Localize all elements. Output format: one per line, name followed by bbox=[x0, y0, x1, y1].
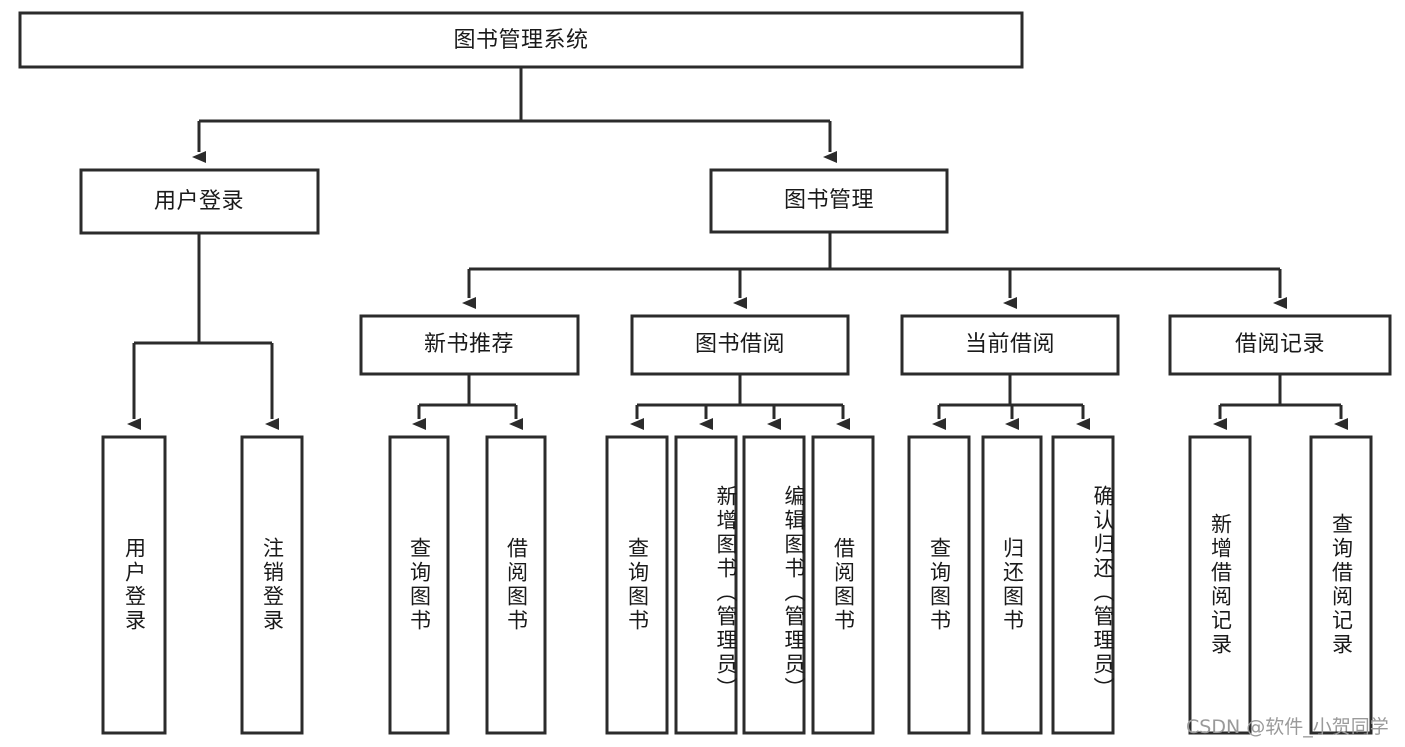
node-current-borrow-label: 当前借阅 bbox=[965, 332, 1055, 357]
leaf-box-query-book-3[interactable] bbox=[907, 435, 971, 735]
leaf-box-user-logout[interactable] bbox=[240, 435, 304, 735]
leaf-box-group bbox=[101, 435, 1373, 735]
node-book-borrow-box[interactable] bbox=[630, 314, 850, 376]
connector-group bbox=[127, 67, 1348, 430]
leaf-box-query-record[interactable] bbox=[1309, 435, 1373, 735]
node-new-book-rec-box[interactable] bbox=[359, 314, 580, 376]
node-user-login-box[interactable] bbox=[79, 168, 320, 235]
leaf-box-add-book[interactable] bbox=[674, 435, 738, 735]
node-book-manage-box[interactable] bbox=[709, 168, 949, 234]
node-book-borrow[interactable]: 图书借阅 bbox=[630, 314, 850, 376]
node-new-book-rec-label: 新书推荐 bbox=[424, 332, 514, 357]
node-root[interactable]: 图书管理系统 bbox=[18, 11, 1024, 69]
leaf-box-return-book[interactable] bbox=[981, 435, 1043, 735]
node-current-borrow[interactable]: 当前借阅 bbox=[900, 314, 1120, 376]
leaf-box-borrow-book-2[interactable] bbox=[811, 435, 875, 735]
node-current-borrow-box[interactable] bbox=[900, 314, 1120, 376]
node-new-book-rec[interactable]: 新书推荐 bbox=[359, 314, 580, 376]
node-root-box[interactable] bbox=[18, 11, 1024, 69]
leaf-box-add-record[interactable] bbox=[1188, 435, 1252, 735]
leaf-box-confirm-return[interactable] bbox=[1051, 435, 1115, 735]
node-user-login-label: 用户登录 bbox=[154, 189, 244, 214]
leaf-box-edit-book[interactable] bbox=[742, 435, 806, 735]
node-book-manage-label: 图书管理 bbox=[784, 188, 874, 213]
watermark-text: CSDN @软件_小贺同学 bbox=[1186, 716, 1389, 738]
leaf-box-user-login[interactable] bbox=[101, 435, 167, 735]
node-borrow-record-box[interactable] bbox=[1168, 314, 1392, 376]
node-book-manage[interactable]: 图书管理 bbox=[709, 168, 949, 234]
node-user-login[interactable]: 用户登录 bbox=[79, 168, 320, 235]
node-borrow-record[interactable]: 借阅记录 bbox=[1168, 314, 1392, 376]
node-root-label: 图书管理系统 bbox=[453, 28, 588, 53]
node-book-borrow-label: 图书借阅 bbox=[695, 332, 785, 357]
leaf-box-query-book-1[interactable] bbox=[388, 435, 450, 735]
leaf-box-borrow-book-1[interactable] bbox=[485, 435, 547, 735]
node-borrow-record-label: 借阅记录 bbox=[1235, 332, 1325, 357]
leaf-box-query-book-2[interactable] bbox=[605, 435, 669, 735]
